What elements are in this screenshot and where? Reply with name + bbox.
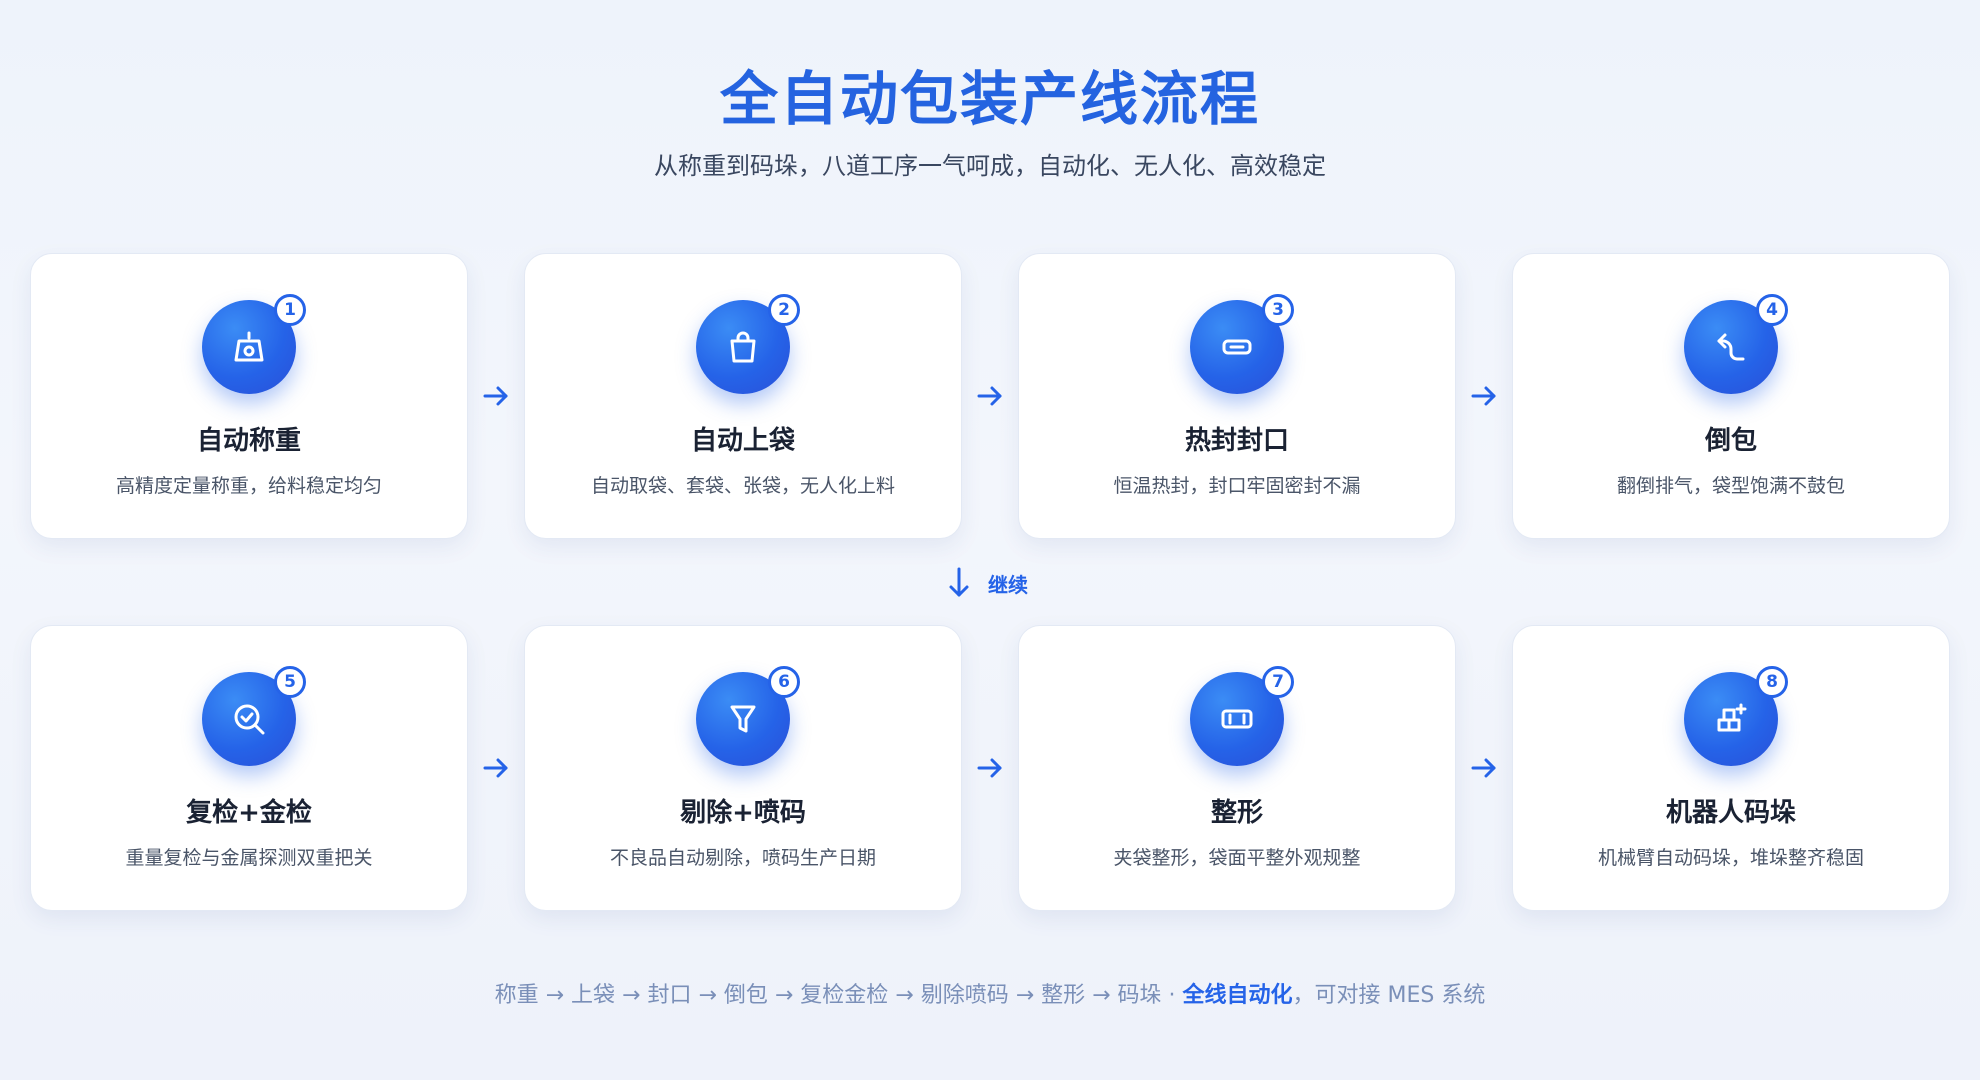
step-card-4: 4 倒包 翻倒排气，袋型饱满不鼓包 [1512,253,1950,539]
step-title: 倒包 [1704,426,1757,456]
arrow-down-icon [949,567,969,597]
step-description: 高精度定量称重，给料稳定均匀 [115,475,382,497]
step-description: 自动取袋、套袋、张袋，无人化上料 [590,475,895,497]
step-icon-wrap: 4 [1684,294,1788,394]
continue-marker: 继续 [944,566,1028,600]
step-title: 整形 [1210,798,1263,828]
step-title: 机器人码垛 [1665,798,1796,828]
step-title: 复检+金检 [186,798,312,828]
step-card-1: 1 自动称重 高精度定量称重，给料稳定均匀 [30,253,468,539]
step-description: 重量复检与金属探测双重把关 [125,847,373,869]
footer-suffix: ，可对接 MES 系统 [1292,983,1486,1008]
footer-flow: 称重 → 上袋 → 封口 → 倒包 → 复检金检 → 剔除喷码 → 整形 → 码… [494,983,1183,1008]
page-title: 全自动包装产线流程 [719,65,1260,133]
step-icon-wrap: 3 [1190,294,1294,394]
step-icon-wrap: 5 [202,666,306,766]
step-number-badge: 4 [1756,294,1788,326]
step-card-7: 7 整形 夹袋整形，袋面平整外观规整 [1018,625,1456,911]
footer-summary: 称重 → 上袋 → 封口 → 倒包 → 复检金检 → 剔除喷码 → 整形 → 码… [0,977,1980,1009]
page-subtitle: 从称重到码垛，八道工序一气呵成，自动化、无人化、高效稳定 [654,152,1326,180]
step-number-badge: 2 [768,294,800,326]
arrow-right-icon [1456,381,1512,411]
step-icon-wrap: 6 [696,666,800,766]
step-number-badge: 7 [1262,666,1294,698]
step-number-badge: 5 [274,666,306,698]
step-card-2: 2 自动上袋 自动取袋、套袋、张袋，无人化上料 [524,253,962,539]
step-description: 翻倒排气，袋型饱满不鼓包 [1616,475,1845,497]
step-icon-wrap: 8 [1684,666,1788,766]
arrow-right-icon [468,381,524,411]
flatten-icon [1190,672,1284,766]
step-icon-wrap: 1 [202,294,306,394]
step-title: 热封封口 [1184,426,1289,456]
arrow-right-icon [468,753,524,783]
continue-label: 继续 [988,572,1028,597]
step-icon-wrap: 2 [696,294,800,394]
step-title: 自动上袋 [690,426,795,456]
step-number-badge: 8 [1756,666,1788,698]
step-icon-wrap: 7 [1190,666,1294,766]
step-card-8: 8 机器人码垛 机械臂自动码垛，堆垛整齐稳固 [1512,625,1950,911]
step-description: 夹袋整形，袋面平整外观规整 [1113,847,1361,869]
step-title: 自动称重 [196,426,301,456]
arrow-right-icon [962,753,1018,783]
step-description: 恒温热封，封口牢固密封不漏 [1113,475,1361,497]
step-description: 机械臂自动码垛，堆垛整齐稳固 [1597,847,1864,869]
step-number-badge: 1 [274,294,306,326]
step-card-6: 6 剔除+喷码 不良品自动剔除，喷码生产日期 [524,625,962,911]
footer-highlight: 全线自动化 [1182,983,1293,1008]
step-number-badge: 6 [768,666,800,698]
arrow-right-icon [1456,753,1512,783]
step-number-badge: 3 [1262,294,1294,326]
step-description: 不良品自动剔除，喷码生产日期 [609,847,876,869]
arrow-right-icon [962,381,1018,411]
step-card-3: 3 热封封口 恒温热封，封口牢固密封不漏 [1018,253,1456,539]
process-row-2: 5 复检+金检 重量复检与金属探测双重把关 6 剔除+喷码 不良品自动剔除，喷码… [30,625,1950,911]
process-row-1: 1 自动称重 高精度定量称重，给料稳定均匀 2 自动上袋 自动取袋、套袋、张袋，… [30,253,1950,539]
step-card-5: 5 复检+金检 重量复检与金属探测双重把关 [30,625,468,911]
step-title: 剔除+喷码 [680,798,806,828]
